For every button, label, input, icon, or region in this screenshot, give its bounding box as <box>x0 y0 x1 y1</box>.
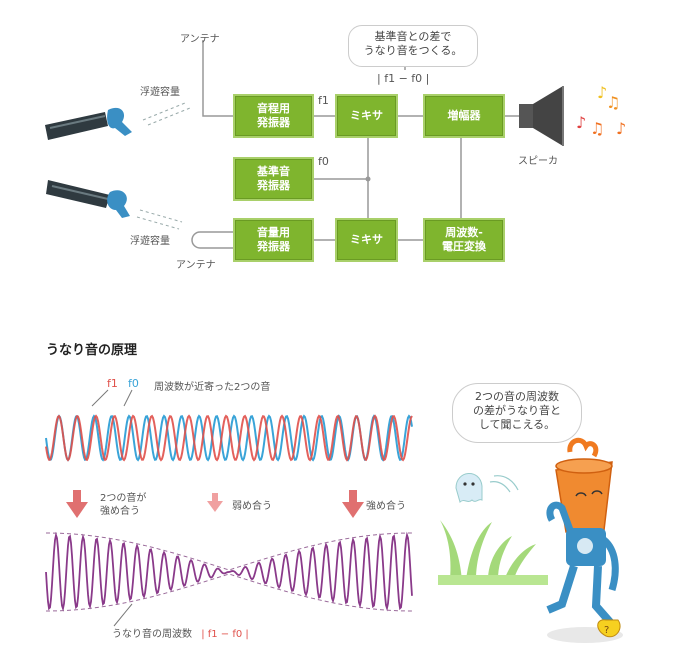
junction-dot <box>365 176 371 182</box>
grass-icon <box>438 520 548 585</box>
diagram-speech-bubble: 基準音との差で うなり音をつくる。 <box>348 25 478 67</box>
stray-top-label: 浮遊容量 <box>140 87 180 98</box>
beat-envelope-top <box>46 532 412 571</box>
beat-freq-text: うなり音の周波数 <box>112 629 192 640</box>
beat-label-pointer <box>113 603 133 627</box>
mixer-top-box: ミキサ <box>335 94 398 138</box>
antenna-bottom-label: アンテナ <box>176 260 216 271</box>
section-title: うなり音の原理 <box>46 343 138 358</box>
legend-f1-pointer <box>91 389 109 407</box>
speaker-label: スピーカ <box>518 156 558 167</box>
character-speech-bubble: 2つの音の周波数 の差がうなり音と して聞こえる。 <box>452 383 582 443</box>
svg-text:♪: ♪ <box>597 83 607 102</box>
legend-f0-pointer <box>123 389 133 407</box>
weak-mid-label: 弱め合う <box>232 501 272 512</box>
svg-text:♫: ♫ <box>590 119 604 138</box>
mixer-bottom-box: ミキサ <box>335 218 398 262</box>
arrow-strong-right-icon <box>342 490 364 518</box>
diagram-wires: ♪ ♪ ♫ ♪ ♫ <box>45 40 626 249</box>
svg-text:♪: ♪ <box>616 119 626 138</box>
amplifier-box: 増幅器 <box>423 94 505 138</box>
arrow-strong-left-icon <box>66 490 88 518</box>
wave-f1 <box>45 414 413 462</box>
character-icon: ? <box>546 437 623 643</box>
antenna-top-label: アンテナ <box>180 34 220 45</box>
beat-freq-formula: | f1 − f0 | <box>201 629 249 640</box>
freq-voltage-converter-box: 周波数- 電圧変換 <box>423 218 505 262</box>
legend-f1: f1 <box>107 377 118 390</box>
beat-freq-label: うなり音の周波数 | f1 − f0 | <box>112 625 249 640</box>
f0-label: f0 <box>318 155 329 168</box>
beat-wave <box>45 531 413 612</box>
strong-left-label: 2つの音が 強め合う <box>100 493 147 517</box>
strong-right-label: 強め合う <box>366 501 406 512</box>
legend-f0: f0 <box>128 377 139 390</box>
svg-text:♫: ♫ <box>606 93 620 112</box>
music-notes-icon: ♪ ♪ ♫ ♪ ♫ <box>576 83 626 138</box>
stray-bottom-label: 浮遊容量 <box>130 236 170 247</box>
f1-label: f1 <box>318 94 329 107</box>
volume-oscillator-box: 音量用 発振器 <box>233 218 314 262</box>
speaker-icon <box>519 86 564 146</box>
legend-text: 周波数が近寄った2つの音 <box>154 382 271 393</box>
arrow-weak-mid-icon <box>207 493 223 512</box>
pitch-oscillator-box: 音程用 発振器 <box>233 94 314 138</box>
hand-bottom-icon <box>46 180 130 218</box>
formula-label: | f1 − f0 | <box>377 72 430 85</box>
ghost-icon <box>455 473 519 503</box>
hand-top-icon <box>45 107 132 140</box>
reference-oscillator-box: 基準音 発振器 <box>233 157 314 201</box>
svg-text:?: ? <box>604 625 609 636</box>
svg-text:♪: ♪ <box>576 113 586 132</box>
